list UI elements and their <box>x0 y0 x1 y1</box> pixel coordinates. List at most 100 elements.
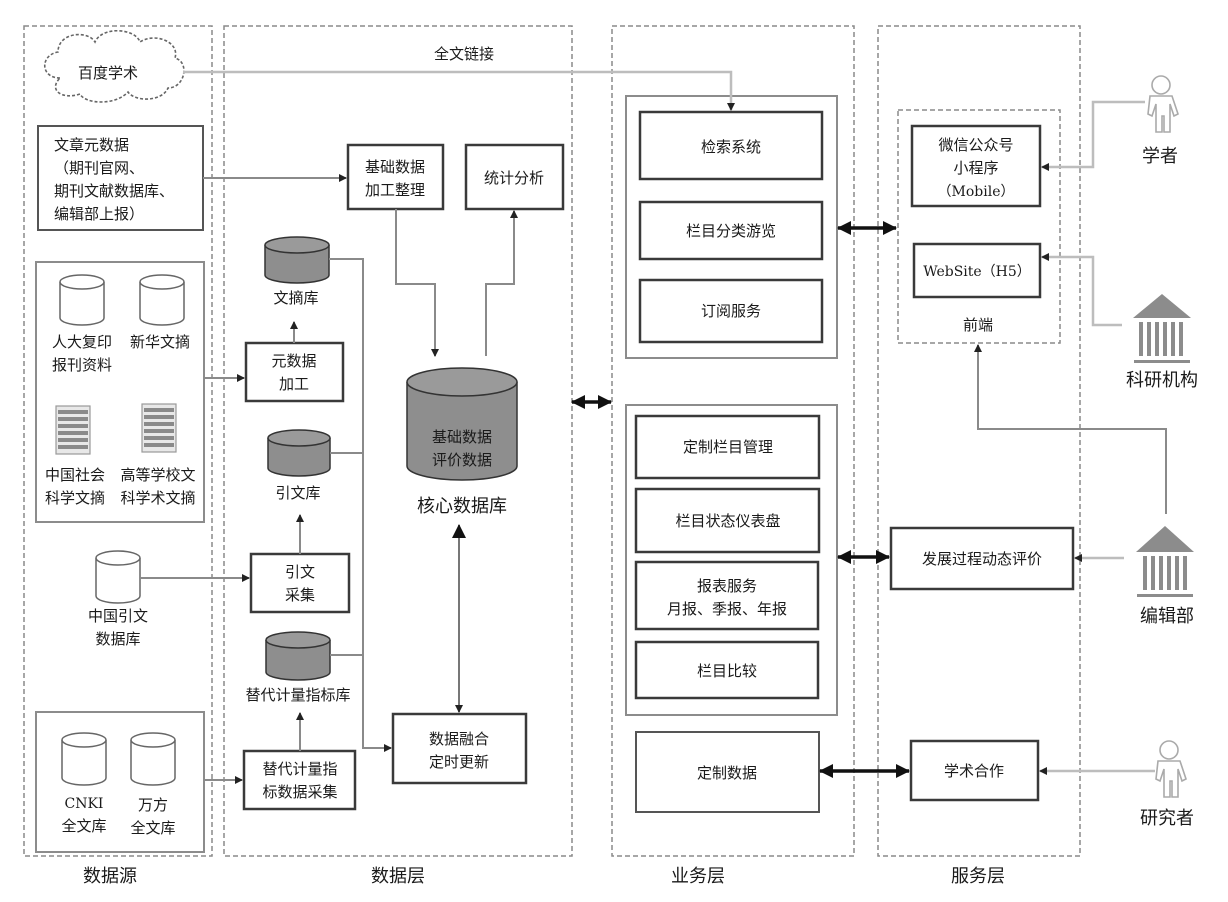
database-icon <box>267 429 331 477</box>
database-icon <box>139 274 185 326</box>
fulltext-db-label: 万方 <box>138 796 168 814</box>
core-db-inner-label: 评价数据 <box>432 451 492 469</box>
person-icon <box>1155 740 1187 798</box>
fulltext-db-label: 全文库 <box>130 819 175 837</box>
citation-lib-label: 引文库 <box>275 484 320 502</box>
data-fusion-box: 数据融合 定时更新 <box>391 712 528 785</box>
metadata-processing-label: 加工 <box>279 375 309 393</box>
digest-source-renda: 人大复印 报刊资料 <box>52 274 112 374</box>
report-service-box: 报表服务 月报、季报、年报 <box>634 560 820 631</box>
basic-processing-box: 基础数据 加工整理 <box>346 143 445 211</box>
digest-source-label: 高等学校文 <box>120 466 195 484</box>
article-metadata-box: 文章元数据 （期刊官网、 期刊文献数据库、 编辑部上报） <box>37 125 204 231</box>
core-database: 基础数据 评价数据 核心数据库 <box>406 367 518 517</box>
layer-label-service: 服务层 <box>951 866 1005 887</box>
subscription-label: 订阅服务 <box>701 302 761 320</box>
actor-scholar-label: 学者 <box>1142 146 1178 167</box>
fulltext-db-label: 全文库 <box>61 817 106 835</box>
connector-scholar-to-wechat <box>1041 100 1145 171</box>
statistics-box: 统计分析 <box>464 143 565 211</box>
layer-label-data-source: 数据源 <box>83 866 137 887</box>
article-metadata-line: 编辑部上报） <box>54 205 144 223</box>
metadata-processing-box: 元数据 加工 <box>244 341 345 403</box>
actor-researcher-label: 研究者 <box>1140 808 1194 829</box>
database-icon <box>61 732 107 786</box>
database-icon <box>264 236 330 284</box>
dynamic-eval-box: 发展过程动态评价 <box>889 526 1075 591</box>
citation-database: 中国引文 数据库 <box>88 550 148 648</box>
column-compare-box: 栏目比较 <box>634 640 820 700</box>
academic-coop-box: 学术合作 <box>909 739 1040 802</box>
search-system-box: 检索系统 <box>638 110 824 181</box>
actor-scholar: 学者 <box>1142 75 1179 167</box>
connectors <box>140 70 1167 784</box>
document-stack-icon <box>141 403 177 453</box>
fulltext-db-cnki: CNKI 全文库 <box>61 732 107 835</box>
database-icon <box>95 550 141 604</box>
business-layer-frame <box>611 25 855 857</box>
citation-collect-label: 引文 <box>285 563 315 581</box>
digest-source-label: 新华文摘 <box>130 333 190 351</box>
column-browse-label: 栏目分类游览 <box>686 222 776 240</box>
core-db-inner-label: 基础数据 <box>432 428 492 446</box>
layer-label-business: 业务层 <box>671 866 725 887</box>
actor-editorial-dept-label: 编辑部 <box>1140 606 1194 627</box>
digest-source-label: 科学术文摘 <box>120 489 195 507</box>
service-layer-frame <box>877 25 1081 857</box>
actor-editorial-dept: 编辑部 <box>1136 526 1194 627</box>
connector-core-to-statistics <box>485 210 518 356</box>
article-metadata-line: （期刊官网、 <box>54 159 144 177</box>
database-icon <box>265 631 331 681</box>
document-stack-icon <box>55 405 91 455</box>
frontend-label: 前端 <box>963 316 993 334</box>
column-dashboard-label: 栏目状态仪表盘 <box>675 512 780 530</box>
website-box: WebSite（H5） <box>912 242 1042 299</box>
database-icon <box>130 732 176 786</box>
digest-source-cssa: 中国社会 科学文摘 <box>45 405 105 507</box>
altmetric-collect-label: 替代计量指 <box>262 760 337 778</box>
altmetric-lib-label: 替代计量指标库 <box>245 686 350 704</box>
citation-lib: 引文库 <box>267 429 331 502</box>
baidu-scholar-cloud: 百度学术 <box>43 30 185 103</box>
report-service-label: 报表服务 <box>697 577 757 595</box>
institution-icon <box>1136 526 1194 597</box>
digest-source-label: 报刊资料 <box>52 356 112 374</box>
connector-libraries-to-fusion <box>329 258 392 752</box>
database-icon <box>406 367 518 481</box>
altmetric-collect-label: 标数据采集 <box>262 783 337 801</box>
digest-source-label: 人大复印 <box>52 333 112 351</box>
data-source-layer-frame <box>23 25 213 857</box>
digest-db: 文摘库 <box>264 236 330 307</box>
institution-icon <box>1133 294 1191 363</box>
custom-data-label: 定制数据 <box>697 764 757 782</box>
article-metadata-line: 文章元数据 <box>54 136 129 154</box>
column-dashboard-box: 栏目状态仪表盘 <box>634 487 821 554</box>
digest-source-label: 中国社会 <box>45 466 105 484</box>
citation-db-label: 中国引文 <box>88 607 148 625</box>
database-icon <box>59 274 105 326</box>
frontend-group <box>897 109 1061 344</box>
citation-collect-box: 引文 采集 <box>249 552 351 614</box>
citation-collect-label: 采集 <box>285 586 315 604</box>
data-fusion-label: 数据融合 <box>429 730 489 748</box>
digest-source-xinhua: 新华文摘 <box>130 274 190 351</box>
academic-coop-label: 学术合作 <box>944 762 1004 780</box>
data-layer-frame <box>223 25 573 857</box>
cloud-icon <box>43 30 185 103</box>
metadata-processing-label: 元数据 <box>271 352 316 370</box>
fulltext-db-wanfang: 万方 全文库 <box>130 732 176 837</box>
digest-source-higher-ed: 高等学校文 科学术文摘 <box>120 403 196 507</box>
wechat-label: 微信公众号 <box>938 136 1013 154</box>
custom-column-mgmt-box: 定制栏目管理 <box>634 414 821 480</box>
data-fusion-label: 定时更新 <box>429 753 489 771</box>
basic-processing-label: 基础数据 <box>365 158 425 176</box>
website-label: WebSite（H5） <box>923 264 1031 280</box>
actor-research-institute-label: 科研机构 <box>1126 370 1198 391</box>
digest-sources-group <box>35 261 205 523</box>
basic-processing-label: 加工整理 <box>365 181 425 199</box>
altmetric-collect-box: 替代计量指 标数据采集 <box>242 749 357 811</box>
column-compare-label: 栏目比较 <box>697 662 757 680</box>
subscription-box: 订阅服务 <box>638 278 824 344</box>
connector-fulltext-link <box>183 70 735 111</box>
